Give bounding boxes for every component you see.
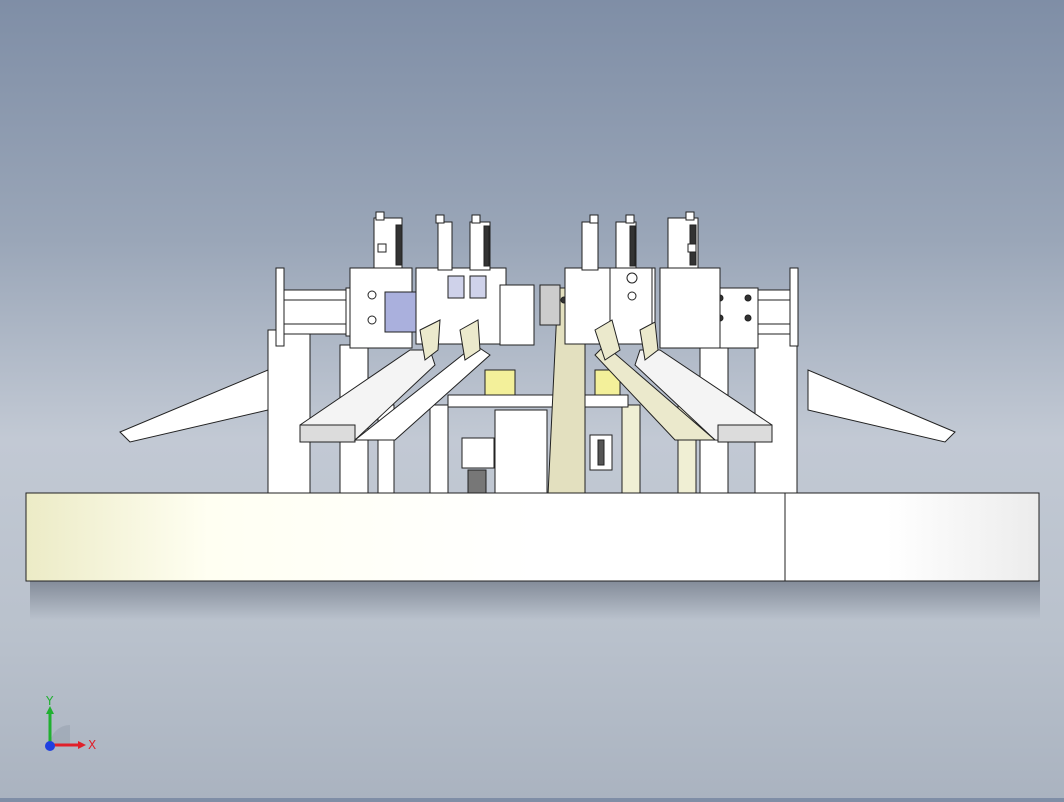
triad-shadow <box>50 725 70 745</box>
coordinate-triad: X Y <box>30 690 110 770</box>
x-axis-label: X <box>88 738 96 752</box>
y-axis-label: Y <box>45 694 54 708</box>
base-shadow <box>30 580 1040 620</box>
left-slide-rail <box>275 267 357 347</box>
right-chute <box>594 344 956 443</box>
y-axis-arrowhead <box>46 706 54 714</box>
base-plate <box>25 492 1040 582</box>
x-axis-arrowhead <box>78 741 86 749</box>
pneumatic-fittings <box>375 211 697 253</box>
cylinder-block-left <box>349 217 535 361</box>
center-crossbar <box>447 369 629 496</box>
z-axis-dot <box>45 741 55 751</box>
cylinder-block-right <box>539 217 721 361</box>
left-chute <box>119 344 491 443</box>
